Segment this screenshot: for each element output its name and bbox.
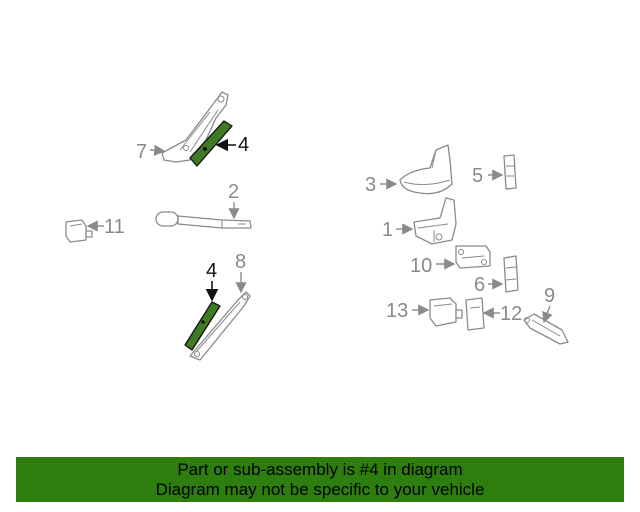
callout-12: 12 xyxy=(500,303,522,325)
callout-11: 11 xyxy=(104,216,125,238)
part-1-antenna-base xyxy=(413,197,457,245)
callout-6: 6 xyxy=(474,274,485,296)
callout-2: 2 xyxy=(228,181,239,203)
part-4-upper-highlighted xyxy=(189,120,233,167)
part-13-module xyxy=(429,297,463,327)
part-10-module xyxy=(455,245,491,269)
callout-3: 3 xyxy=(365,174,376,196)
callout-13: 13 xyxy=(386,300,408,322)
leader-7 xyxy=(149,144,166,156)
callout-7: 7 xyxy=(136,141,147,163)
callout-8: 8 xyxy=(235,251,246,273)
callout-4-upper: 4 xyxy=(238,134,249,156)
part-8-bracket xyxy=(189,291,251,361)
banner-line-2: Diagram may not be specific to your vehi… xyxy=(155,480,485,499)
callout-1: 1 xyxy=(382,219,393,241)
part-9-clip xyxy=(523,313,569,345)
part-11-module xyxy=(65,219,93,243)
part-6-bracket xyxy=(503,255,519,293)
part-3-antenna-cover xyxy=(399,144,453,195)
leader-9 xyxy=(542,305,553,324)
part-4-lower-highlighted xyxy=(184,301,221,351)
info-banner: Part or sub-assembly is #4 in diagram Di… xyxy=(16,457,624,502)
callout-9: 9 xyxy=(544,285,555,307)
banner-line-1: Part or sub-assembly is #4 in diagram xyxy=(177,460,463,479)
callout-10: 10 xyxy=(410,255,432,277)
part-2-antenna-rod xyxy=(155,211,252,229)
callout-5: 5 xyxy=(472,165,483,187)
part-12-bracket xyxy=(465,297,485,331)
callout-4-lower: 4 xyxy=(206,260,217,282)
part-7-bracket xyxy=(161,91,229,163)
part-5-bracket xyxy=(503,154,517,190)
